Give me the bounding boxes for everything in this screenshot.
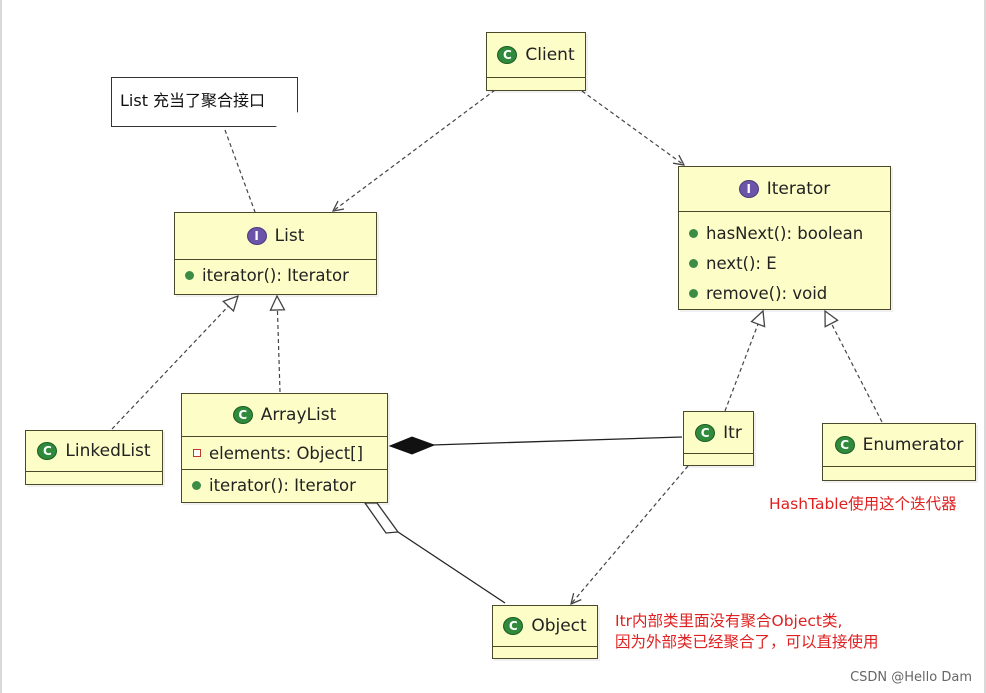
note-link: [224, 129, 256, 213]
class-icon: C: [695, 423, 716, 442]
class-linkedlist[interactable]: C LinkedList: [25, 430, 163, 485]
iterator-method-label: remove(): void: [706, 283, 828, 303]
object-name: Object: [531, 616, 587, 636]
itr-name: Itr: [723, 422, 742, 443]
arraylist-fields: elements: Object[]: [182, 436, 387, 469]
composition-diamond: [388, 436, 436, 455]
object-aggregation-line: [397, 531, 506, 604]
iterator-method-label: next(): E: [706, 253, 777, 273]
class-icon: C: [503, 617, 524, 635]
note-text: List 充当了聚合接口: [120, 91, 266, 110]
arraylist-field: elements: Object[]: [182, 444, 363, 463]
itr-composition-line: [431, 436, 683, 446]
arraylist-method: iterator(): Iterator: [182, 476, 356, 495]
client-name: Client: [525, 45, 575, 65]
iterator-method: remove(): void: [679, 278, 890, 308]
iterator-method: hasNext(): boolean: [679, 218, 890, 248]
class-object[interactable]: C Object: [492, 605, 598, 659]
itr-to-object-dependency: [571, 465, 689, 604]
public-method-icon: [689, 258, 698, 268]
itr-header: C Itr: [684, 412, 753, 453]
arraylist-field-label: elements: Object[]: [209, 443, 364, 463]
watermark: CSDN @Hello Dam: [850, 670, 972, 685]
right-frame-edge: [984, 0, 986, 693]
linkedlist-realizes-list: [111, 296, 238, 430]
enumerator-empty-section: [823, 466, 975, 472]
list-header: I List: [175, 213, 376, 259]
public-method-icon: [185, 271, 194, 280]
client-to-list-dependency: [333, 89, 496, 211]
client-empty-section: [487, 77, 585, 83]
itr-empty-section: [684, 453, 753, 459]
arraylist-methods: iterator(): Iterator: [182, 469, 387, 501]
arraylist-header: C ArrayList: [182, 394, 387, 436]
iterator-method: next(): E: [679, 248, 890, 278]
linkedlist-name: LinkedList: [65, 441, 151, 461]
linkedlist-empty-section: [26, 471, 162, 477]
iterator-method-label: hasNext(): boolean: [706, 223, 864, 243]
iterator-name: Iterator: [766, 179, 831, 199]
interface-icon: I: [738, 180, 759, 198]
class-itr[interactable]: C Itr: [683, 411, 754, 466]
interface-icon: I: [246, 227, 267, 245]
arraylist-realizes-list: [277, 296, 280, 393]
class-enumerator[interactable]: C Enumerator: [822, 423, 976, 481]
public-method-icon: [192, 481, 201, 490]
class-icon: C: [834, 436, 855, 454]
class-icon: C: [37, 442, 58, 460]
note-box: List 充当了聚合接口: [111, 77, 298, 127]
aggregation-diamond: [363, 502, 400, 534]
enumerator-realizes-iterator: [825, 311, 883, 423]
class-icon: C: [232, 406, 253, 424]
private-field-icon: [193, 449, 201, 457]
arraylist-method-label: iterator(): Iterator: [209, 476, 356, 495]
client-to-iterator-dependency: [581, 90, 684, 165]
client-header: C Client: [487, 33, 585, 77]
public-method-icon: [689, 288, 698, 298]
iterator-methods: hasNext(): boolean next(): E remove(): v…: [679, 211, 890, 308]
object-empty-section: [493, 646, 597, 652]
enumerator-header: C Enumerator: [823, 424, 975, 466]
list-method-label: iterator(): Iterator: [202, 266, 349, 285]
list-methods: iterator(): Iterator: [175, 259, 376, 285]
interface-iterator[interactable]: I Iterator hasNext(): boolean next(): E …: [678, 166, 891, 310]
arraylist-name: ArrayList: [260, 405, 337, 425]
class-client[interactable]: C Client: [486, 32, 586, 91]
class-arraylist[interactable]: C ArrayList elements: Object[] iterator(…: [181, 393, 388, 503]
itr-annotation-line2: 因为外部类已经聚合了，可以直接使用: [615, 633, 879, 651]
list-method: iterator(): Iterator: [175, 266, 376, 285]
itr-annotation-line1: Itr内部类里面没有聚合Object类,: [615, 612, 843, 630]
linkedlist-header: C LinkedList: [26, 431, 162, 471]
enumerator-name: Enumerator: [862, 435, 964, 455]
public-method-icon: [689, 228, 698, 238]
itr-realizes-iterator: [724, 311, 763, 412]
left-frame-edge: [0, 0, 2, 693]
list-name: List: [274, 226, 305, 246]
interface-list[interactable]: I List iterator(): Iterator: [174, 212, 377, 295]
class-icon: C: [497, 46, 518, 64]
hashtable-annotation: HashTable使用这个迭代器: [769, 495, 957, 513]
object-header: C Object: [493, 606, 597, 646]
iterator-header: I Iterator: [679, 167, 890, 211]
